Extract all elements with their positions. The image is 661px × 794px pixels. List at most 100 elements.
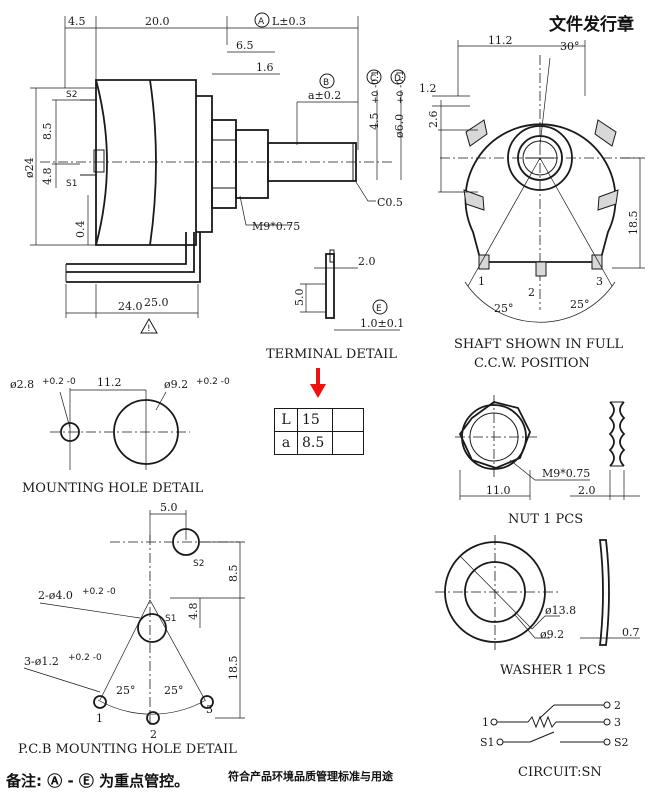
- shaft-title-line2: C.C.W. POSITION: [474, 356, 590, 371]
- dim-2-6: 2.6: [427, 111, 440, 129]
- angle-30: 30°: [560, 40, 580, 53]
- pcb-dim-5-0: 5.0: [160, 501, 178, 514]
- table-value: 15: [297, 408, 333, 432]
- nut-view: M9*0.75 11.0 2.0 NUT 1 PCS: [455, 395, 640, 527]
- mh-d9-2: ø9.2: [164, 378, 188, 391]
- nut-thread-spec: M9*0.75: [542, 467, 590, 480]
- circuit-s1: S1: [480, 736, 495, 749]
- dim-4-8-side: 4.8: [41, 168, 54, 186]
- dim-0-4: 0.4: [74, 221, 87, 239]
- mh-d2-8: ø2.8: [10, 378, 34, 391]
- dim-4-5-tolerance: +0 -0.1: [371, 70, 381, 104]
- chamfer-spec: C0.5: [377, 196, 403, 209]
- caution-mark: !: [147, 324, 151, 334]
- shaft-view: 11.2 30° 1 2 3 25° 25° 1.2 2.6: [419, 34, 645, 371]
- highlight-arrowhead: [310, 384, 326, 398]
- terminal-detail: 2.0 5.0 E 1.0±0.1 TERMINAL DETAIL: [266, 249, 404, 362]
- pcb-dim-4-8: 4.8: [187, 603, 200, 621]
- mounting-hole-title: MOUNTING HOLE DETAIL: [22, 481, 204, 496]
- thread-spec-side: M9*0.75: [252, 220, 300, 233]
- dim-d6-shaft: ø6.0: [393, 114, 406, 138]
- washer-dim-0-7: 0.7: [622, 626, 640, 639]
- key-mark-d: D: [394, 74, 401, 84]
- table-key: L: [274, 408, 298, 432]
- key-mark-b: B: [323, 78, 329, 88]
- shaft-title-line1: SHAFT SHOWN IN FULL: [454, 337, 623, 352]
- pcb-dim-8-5: 8.5: [227, 565, 240, 583]
- terminal-detail-title: TERMINAL DETAIL: [266, 347, 397, 362]
- dim-d24: ø24: [23, 157, 36, 178]
- mh-dim-11-2: 11.2: [97, 376, 122, 389]
- pcb-title: P.C.B MOUNTING HOLE DETAIL: [18, 742, 237, 757]
- pcb-pin-3: 3: [206, 703, 213, 716]
- dim-4-5-shaft: 4.5: [368, 113, 381, 131]
- pcb-dim-18-5: 18.5: [227, 656, 240, 681]
- key-mark-e: E: [376, 304, 382, 314]
- dim-8-5-side: 8.5: [41, 123, 54, 141]
- pcb-pin-1: 1: [96, 712, 103, 725]
- dim-1-6: 1.6: [256, 61, 274, 74]
- dim-6-5: 6.5: [236, 39, 254, 52]
- circuit-pin-1: 1: [482, 716, 489, 729]
- table-row: a 8.5: [274, 431, 364, 455]
- dim-24-0: 24.0: [118, 300, 143, 313]
- nut-dim-11-0: 11.0: [486, 484, 511, 497]
- table-empty-cell: [332, 408, 364, 432]
- circuit-title: CIRCUIT:SN: [518, 765, 602, 780]
- pcb-d4-0: 2-ø4.0: [38, 589, 73, 602]
- dim-11-2-shaft: 11.2: [488, 34, 513, 47]
- dim-20-0: 20.0: [145, 15, 170, 28]
- pcb-d1-2-tolerance: +0.2 -0: [68, 653, 102, 663]
- label-s1-side: S1: [66, 179, 77, 189]
- mh-d9-2-tolerance: +0.2 -0: [196, 377, 230, 387]
- circuit-diagram: 1 3 2 S1 S2 CIRCUIT:SN: [480, 699, 629, 780]
- dim-18-5-shaft: 18.5: [627, 211, 640, 236]
- circuit-pin-3: 3: [614, 716, 621, 729]
- pcb-angle-left: 25°: [116, 684, 136, 697]
- table-value: 8.5: [297, 431, 333, 455]
- document-stamp-title: 文件发行章: [549, 14, 634, 35]
- dimension-table: L 15 a 8.5: [274, 408, 364, 455]
- mh-d2-8-tolerance: +0.2 -0: [42, 377, 76, 387]
- table-key: a: [274, 431, 298, 455]
- key-mark-c: C: [370, 74, 376, 84]
- caution-triangle: [140, 317, 158, 334]
- dim-1-2: 1.2: [419, 82, 437, 95]
- dim-d6-tolerance: +0 -0.1: [396, 70, 406, 104]
- key-mark-a-circle: [254, 12, 270, 28]
- shaft-pin-2: 2: [528, 286, 535, 299]
- pcb-hole-detail: 5.0 S2 S1 8.5 4.8 18.5 2-ø4.0 +0.2 -0 3-…: [18, 501, 245, 757]
- compliance-note: 符合产品环境品质管理标准与用途: [228, 769, 394, 783]
- table-empty-cell: [332, 431, 364, 455]
- pcb-pin-2: 2: [150, 728, 157, 741]
- pcb-angle-right: 25°: [164, 684, 184, 697]
- mounting-hole-detail: ø2.8 +0.2 -0 11.2 ø9.2 +0.2 -0 MOUNTING …: [10, 376, 230, 496]
- pcb-label-s1: S1: [165, 614, 176, 624]
- key-mark-a: A: [258, 17, 265, 27]
- pcb-d4-0-tolerance: +0.2 -0: [82, 587, 116, 597]
- shaft-angle-right: 25°: [570, 298, 590, 311]
- circuit-pin-2: 2: [614, 699, 621, 712]
- nut-dim-2-0: 2.0: [578, 484, 596, 497]
- dim-2-0-terminal: 2.0: [358, 255, 376, 268]
- circuit-s2: S2: [614, 736, 629, 749]
- label-s2-side: S2: [66, 90, 77, 100]
- dim-5-0-terminal: 5.0: [293, 289, 306, 307]
- dim-4-5: 4.5: [68, 15, 86, 28]
- nut-title: NUT 1 PCS: [508, 512, 583, 527]
- remark-note: 备注: Ⓐ - Ⓔ 为重点管控。: [5, 772, 189, 790]
- pcb-d1-2: 3-ø1.2: [24, 655, 59, 668]
- dim-a-tolerance: a±0.2: [308, 89, 341, 102]
- pcb-label-s2: S2: [193, 559, 204, 569]
- table-row: L 15: [274, 408, 364, 432]
- washer-view: ø13.8 ø9.2 0.7 WASHER 1 PCS: [435, 535, 640, 678]
- washer-title: WASHER 1 PCS: [500, 663, 606, 678]
- shaft-angle-left: 25°: [494, 302, 514, 315]
- washer-d13-8: ø13.8: [545, 604, 576, 617]
- dim-l-tolerance: L±0.3: [272, 15, 306, 28]
- shaft-pin-3: 3: [596, 275, 603, 288]
- dim-1-0-terminal: 1.0±0.1: [360, 317, 404, 330]
- washer-d9-2: ø9.2: [540, 628, 564, 641]
- dim-25-0: 25.0: [144, 296, 169, 309]
